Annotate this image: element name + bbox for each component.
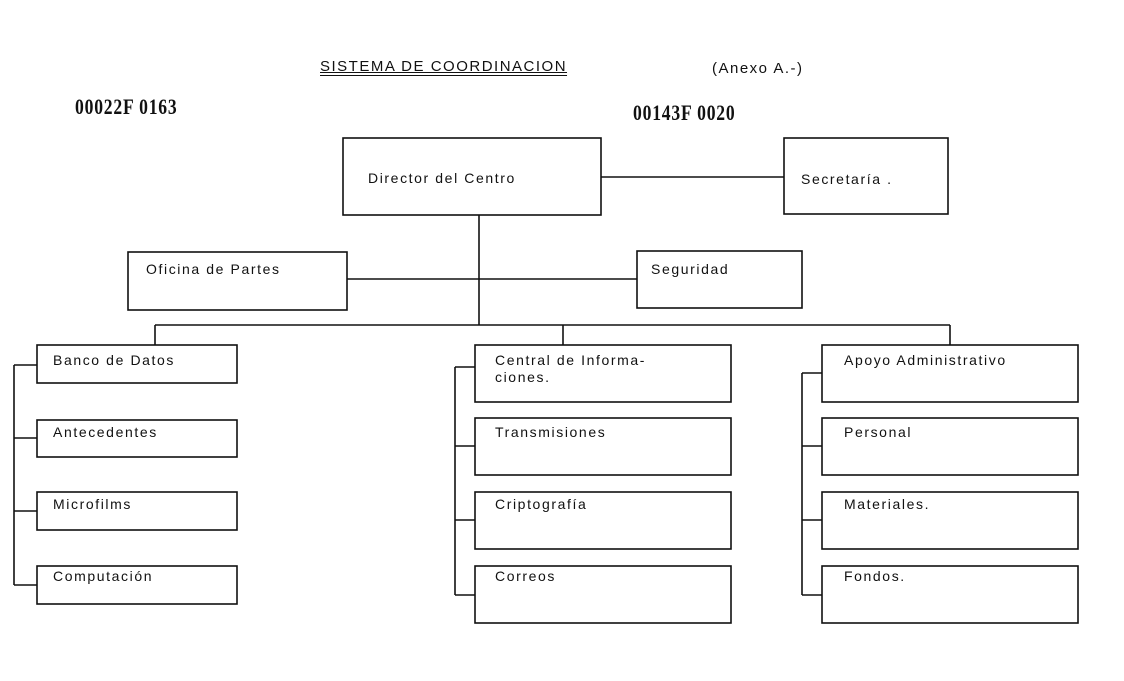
fondos-label: Fondos. [844,568,906,584]
stamp-code-left: 00022F 0163 [75,94,178,119]
document-title: SISTEMA DE COORDINACION [320,58,568,75]
microfilms-label: Microfilms [53,496,132,512]
central-informaciones-label-line2: ciones. [495,369,551,385]
seguridad-label: Seguridad [651,261,730,277]
central-informaciones-label: Central de Informa- [495,352,647,368]
banco-datos-label: Banco de Datos [53,352,176,368]
correos-label: Correos [495,568,556,584]
antecedentes-label: Antecedentes [53,424,158,440]
annex-label: (Anexo A.-) [712,60,804,77]
box-seguridad [636,250,803,309]
box-oficina [127,251,348,311]
director-label: Director del Centro [368,170,516,186]
secretaria-label: Secretaría . [801,171,893,187]
box-secretaria [783,137,949,215]
criptografia-label: Criptografía [495,496,588,512]
personal-label: Personal [844,424,913,440]
oficina-label: Oficina de Partes [146,261,281,277]
transmisiones-label: Transmisiones [495,424,607,440]
stamp-code-right: 00143F 0020 [633,100,736,125]
column-left-boxes [13,344,238,605]
computacion-label: Computación [53,568,154,584]
column-right-boxes [801,344,1079,624]
column-middle-boxes [454,344,732,624]
apoyo-administrativo-label: Apoyo Administrativo [844,352,1007,368]
materiales-label: Materiales. [844,496,931,512]
